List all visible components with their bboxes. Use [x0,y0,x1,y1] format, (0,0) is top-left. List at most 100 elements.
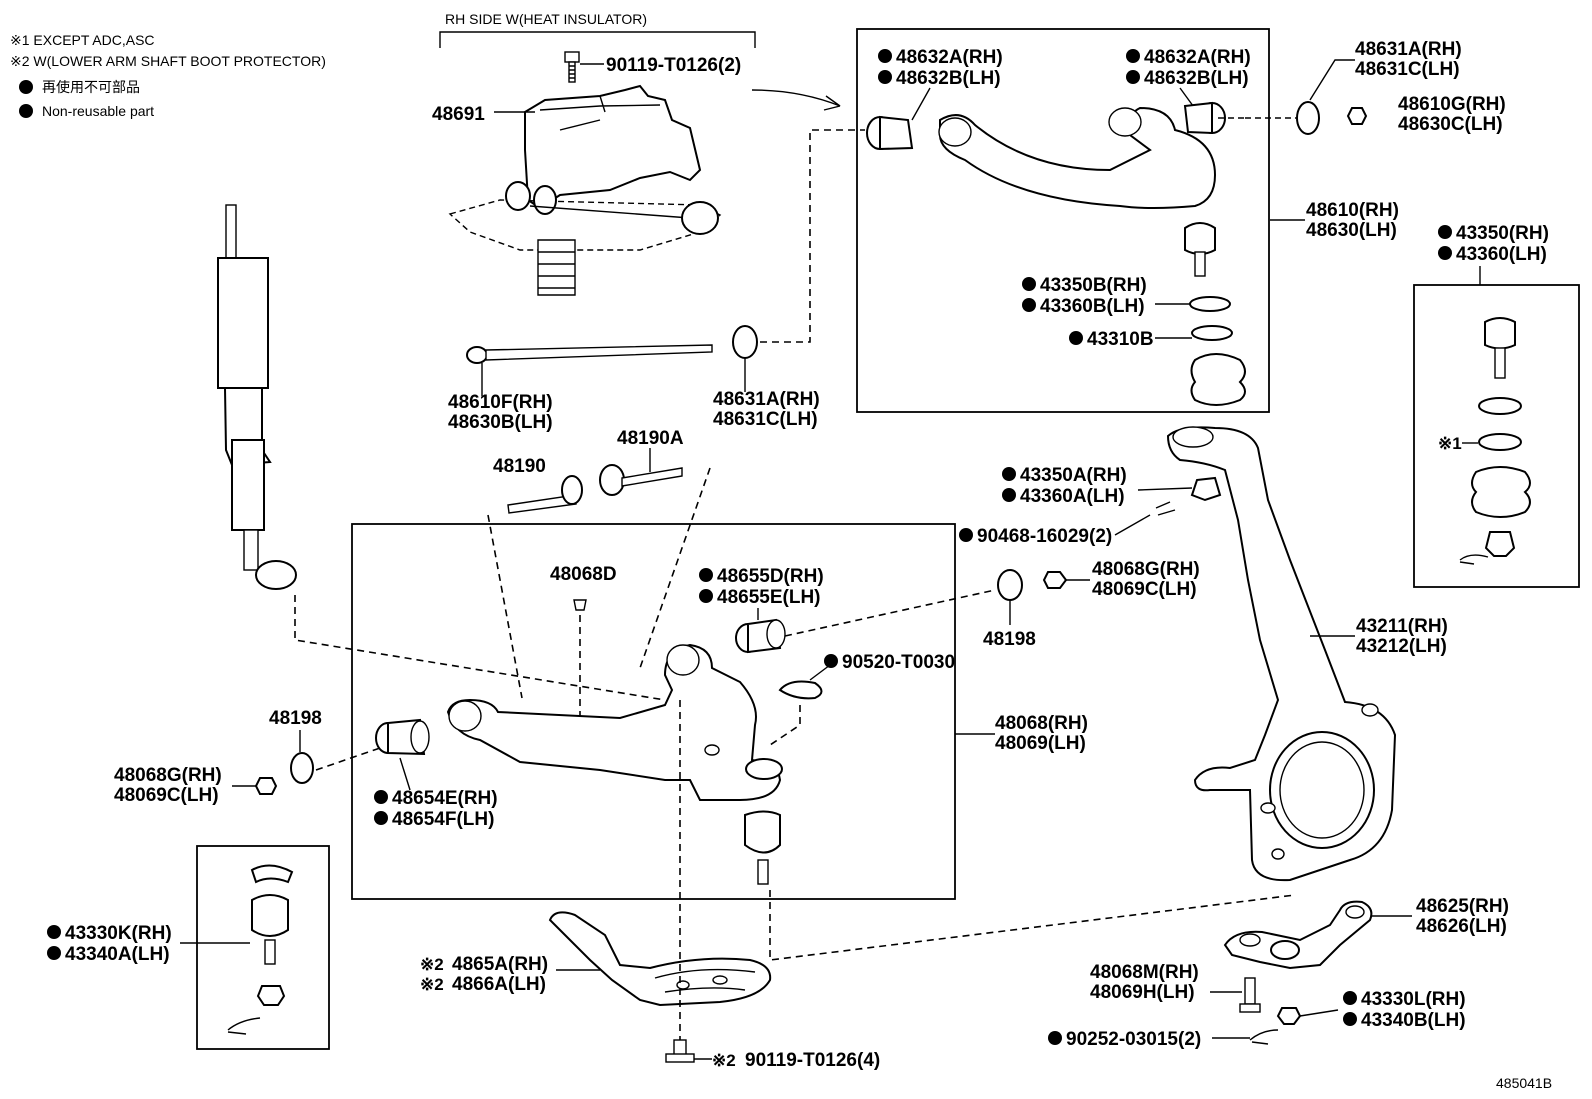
legend-jp-text: 再使用不可部品 [42,79,140,95]
non-reusable-dot-icon [1343,991,1357,1005]
non-reusable-dot-icon [1126,70,1140,84]
part-label-cam-plate: 48198 [269,708,322,729]
balljoint-box [1413,284,1580,588]
non-reusable-dot-icon [47,946,61,960]
note-mark-2: ※2 [420,955,444,974]
part-label-washer-rh: 48631A(RH) [1355,39,1462,60]
part-label-balljoint-lh: 43360(LH) [1456,244,1547,265]
part-label-insulator: 48691 [432,104,485,125]
bolt-illustration [564,51,580,83]
part-label-joint-rh: 43350B(RH) [1040,275,1147,296]
part-label-arm-rh: 48610(RH) [1306,200,1399,221]
upper-arm-group: 48632A(RH) 48632B(LH) 48632A(RH) 48632B(… [866,47,1251,406]
part-label-nut-rh: 43330L(RH) [1361,989,1466,1010]
legend-en-text: Non-reusable part [42,103,154,119]
non-reusable-dot-icon [47,925,61,939]
non-reusable-dot-icon [959,528,973,542]
part-label-nut-lh: 43360A(LH) [1020,486,1125,507]
bushing-illustration [681,201,719,235]
castle-nut-illustration [256,985,286,1006]
shaft-illustration [485,344,713,361]
heat-insulator-title: RH SIDE W(HEAT INSULATOR) [445,11,647,27]
part-label-washer-lh: 48631C(LH) [1355,59,1460,80]
ball-joint-illustration [251,894,289,937]
dashed-reference-line [487,514,523,699]
part-label-bolt-lh: 48069H(LH) [1090,982,1195,1003]
non-reusable-dot-icon [19,80,33,94]
upper-shaft-group: 48610F(RH) 48630B(LH) 48631A(RH) 48631C(… [448,325,820,433]
lower-arm-box [351,523,956,900]
dashed-reference-line [294,595,666,701]
part-label-nut-lh: 48069C(LH) [114,785,219,806]
lower-balljoint-box [196,845,330,1050]
part-label-bushing-rh: 48654E(RH) [392,788,498,809]
camber-bolt-group: 48190 48190A [487,428,711,699]
note-mark-2: ※2 [712,1051,736,1070]
nut-illustration [1042,571,1068,589]
ball-joint-illustration [744,810,781,854]
cotter-pin-icon [1155,501,1176,516]
note-mark-1: ※1 [1438,434,1462,453]
snap-ring-illustration [778,680,823,700]
part-label-protector-lh: 4866A(LH) [452,974,546,995]
boot-protector-illustration [548,911,772,1007]
part-label-bushing-lh: 48654F(LH) [392,809,494,830]
part-label-nut-rh: 48068G(RH) [114,765,222,786]
boot-protector-group: ※2 4865A(RH) ※2 4866A(LH) ※2 90119-T0126… [420,700,880,1071]
part-label-joint-lh: 43340A(LH) [65,944,170,965]
part-label-bushing-rh: 48632A(RH) [896,47,1003,68]
part-label-joint-rh: 43330K(RH) [65,923,172,944]
part-label-camber-bolt: 48190 [493,456,546,477]
part-label-bolt: 90119-T0126(4) [745,1050,880,1071]
legend-note-1: ※1 EXCEPT ADC,ASC [10,32,155,48]
non-reusable-dot-icon [1002,467,1016,481]
part-label-bushing-rh: 48655D(RH) [717,566,824,587]
part-label-bushing-rh: 48632A(RH) [1144,47,1251,68]
balljoint-box-group: 43350(RH) 43360(LH) ※1 [1413,223,1580,588]
non-reusable-dot-icon [878,70,892,84]
cam-plate-illustration [997,569,1023,601]
non-reusable-dot-icon [699,568,713,582]
legend-note-2: ※2 W(LOWER ARM SHAFT BOOT PROTECTOR) [10,53,326,69]
cotter-pin-icon [227,1017,261,1035]
part-label-nut-rh: 48610G(RH) [1398,94,1506,115]
legend: ※1 EXCEPT ADC,ASC ※2 W(LOWER ARM SHAFT B… [10,32,326,119]
non-reusable-dot-icon [824,654,838,668]
part-label-washer-rh: 48631A(RH) [713,389,820,410]
bump-stop-illustration [537,239,576,296]
part-label-cam-plate: 48198 [983,629,1036,650]
snap-ring-illustration [1189,296,1231,312]
upper-arm-illustration [939,106,1217,209]
arrow-line [751,89,841,107]
part-label-fitting: 48068D [550,564,617,585]
part-label-nut-lh: 43340B(LH) [1361,1010,1466,1031]
nut-illustration [254,777,278,795]
part-label-balljoint-rh: 43350(RH) [1456,223,1549,244]
shaft-head-illustration [466,346,488,364]
non-reusable-dot-icon [1002,488,1016,502]
cotter-pin-icon [1249,1029,1279,1045]
cam-plate-illustration [290,752,314,784]
non-reusable-dot-icon [1438,246,1452,260]
part-label-nut-lh: 48630C(LH) [1398,114,1503,135]
snap-ring-illustration [250,864,294,884]
part-label-arm-lh: 48630(LH) [1306,220,1397,241]
steering-arm-illustration [1223,900,1373,970]
part-label-cotter: 90468-16029(2) [977,526,1112,547]
cam-washer-illustration [599,464,625,496]
castle-nut-illustration [1190,476,1222,502]
upper-arm-box [856,28,1270,413]
part-label-arm-lh: 48069(LH) [995,733,1086,754]
part-label-shaft-rh: 48610F(RH) [448,392,553,413]
part-label-arm-rh: 48625(RH) [1416,896,1509,917]
part-label-arm-lh: 48626(LH) [1416,916,1507,937]
grease-fitting-icon [573,599,587,611]
part-label-arm-rh: 48068(RH) [995,713,1088,734]
bushing-illustration [505,181,531,211]
shock-absorber-illustration [217,204,297,590]
lower-balljoint-group: 43330K(RH) 43340A(LH) [47,864,294,1035]
heat-insulator-group: RH SIDE W(HEAT INSULATOR) 90119-T0126(2)… [432,11,756,296]
part-label-bushing-lh: 48632B(LH) [896,68,1001,89]
part-label-snap-ring: 90520-T0030 [842,652,955,673]
